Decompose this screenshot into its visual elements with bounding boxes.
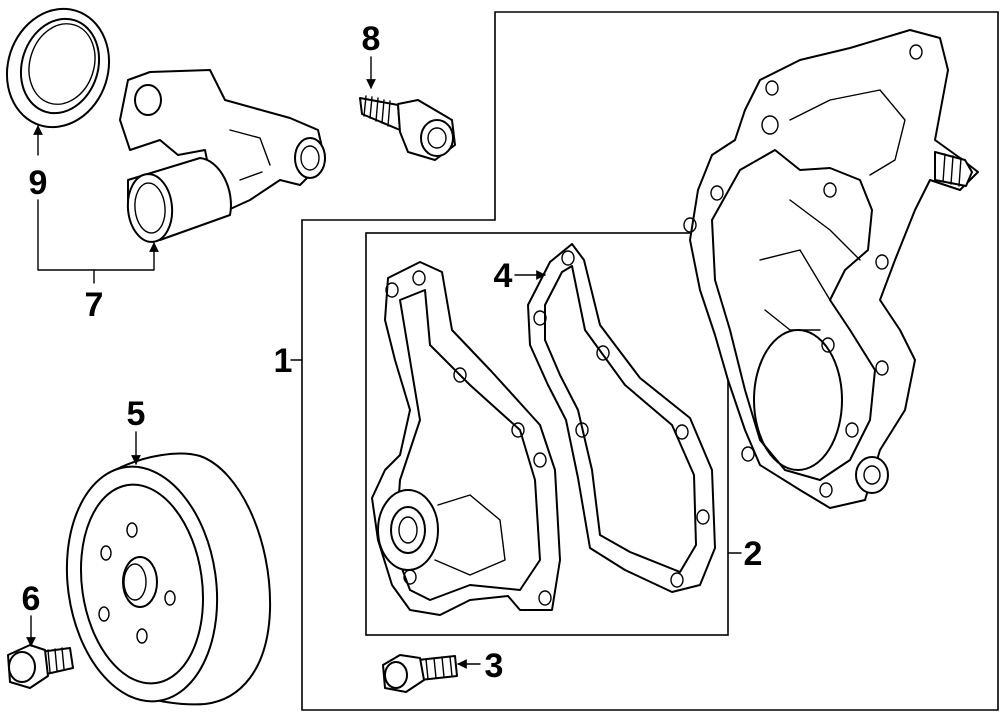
callout-5: 5 bbox=[127, 395, 146, 433]
assembly-2-outline bbox=[365, 232, 729, 636]
callout-4: 4 bbox=[494, 257, 513, 295]
engine-front-cover[interactable] bbox=[683, 29, 979, 509]
assembly-1-outline bbox=[301, 11, 999, 711]
part-8-bolt[interactable] bbox=[359, 95, 456, 161]
callout-2: 2 bbox=[744, 535, 763, 573]
callout-3: 3 bbox=[485, 647, 504, 685]
part-2-water-pump[interactable] bbox=[371, 261, 561, 616]
callout-7: 7 bbox=[85, 286, 104, 324]
part-7-inlet-housing[interactable] bbox=[119, 69, 326, 244]
callout-6: 6 bbox=[22, 580, 41, 618]
part-3-bolt[interactable] bbox=[382, 654, 458, 693]
leader-7 bbox=[37, 199, 159, 271]
callout-8: 8 bbox=[362, 20, 381, 58]
callout-1: 1 bbox=[274, 342, 293, 380]
callout-9: 9 bbox=[29, 164, 48, 202]
part-5-pulley[interactable] bbox=[52, 452, 272, 712]
part-6-bolt[interactable] bbox=[7, 644, 74, 689]
leader-lines bbox=[26, 56, 742, 669]
part-9-seal-ring[interactable] bbox=[0, 0, 124, 141]
part-4-gasket[interactable] bbox=[527, 243, 716, 593]
